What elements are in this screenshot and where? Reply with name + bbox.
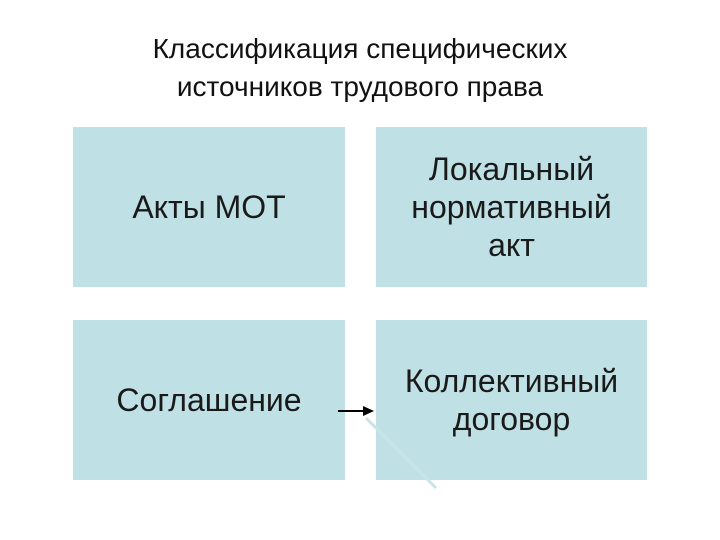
box-local-normative-act-line-2: нормативный (411, 189, 612, 225)
box-local-normative-act-line-1: Локальный (428, 151, 595, 187)
box-collective-agreement: Коллективный договор (376, 320, 647, 480)
box-collective-agreement-line-1: Коллективный (404, 363, 619, 399)
title-line-1: Классификация специфических (152, 33, 568, 64)
title-line-2: источников трудового права (176, 71, 544, 102)
box-local-normative-act: Локальный нормативный акт (376, 127, 647, 287)
box-agreement: Соглашение (73, 320, 345, 480)
arrow-head-icon (363, 406, 374, 416)
box-ilo-acts-label: Акты МОТ (132, 189, 286, 225)
box-agreement-label: Соглашение (116, 382, 302, 418)
box-collective-agreement-line-2: договор (452, 401, 571, 437)
box-local-normative-act-line-3: акт (488, 227, 535, 263)
box-ilo-acts: Акты МОТ (73, 127, 345, 287)
slide-title: Классификация специфических источников т… (0, 30, 720, 106)
